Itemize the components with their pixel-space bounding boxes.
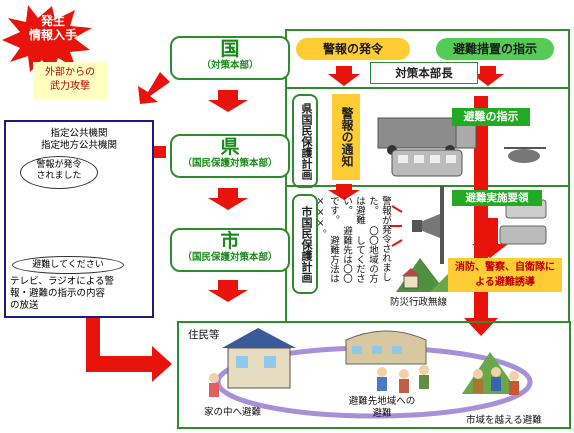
arrow-down (208, 90, 248, 112)
attack-desc-line1: 外部からの (45, 67, 95, 78)
shelter-line1: 避難先地域への (348, 396, 416, 407)
shelter-evacuation-label: 避難先地域への 避難 (340, 396, 424, 420)
evac-instruction-label: 避難の指示 (452, 108, 530, 126)
bubble-warning-line2: されました (36, 171, 82, 181)
rescue-line2: よる避難誘導 (475, 277, 535, 288)
prefecture-org: （国民保護対策本部） (182, 158, 278, 169)
announcement-line1: 警報が発令されました。 (367, 196, 391, 282)
rescue-box: 消防、警察、自衛隊に よる避難誘導 (448, 258, 562, 292)
pref-plan-label: 県国民保護計画 (292, 94, 318, 188)
arrow-down (472, 66, 504, 86)
broadcast-desc-line1: テレビ、ラジオによる警 (10, 276, 115, 287)
arrow-to-rescue (472, 218, 508, 258)
speech-bubble-evacuate: 避難してください (12, 256, 124, 274)
arrow-down (208, 188, 248, 210)
city-org: （国民保護対策本部） (182, 252, 278, 263)
bubble-warning-line1: 警報が発令 (36, 160, 82, 170)
outside-evacuation-label: 市域を越える避難 (466, 415, 542, 426)
arrow-down (208, 280, 248, 302)
broadcast-desc-line2: 報・避難の指示の内容 (10, 288, 106, 299)
country-box: 国 （対策本部） (170, 36, 290, 80)
shelter-illustration (345, 330, 429, 393)
city-name: 市 (220, 230, 240, 252)
speech-bubble-warning: 警報が発令 されました (20, 156, 98, 189)
indoor-evacuation-label: 家の中へ避難 (204, 407, 262, 418)
shelter-line2: 避難 (372, 408, 392, 419)
announcement-line5: 避難方法は×××。 (315, 196, 339, 283)
city-plan-label: 市国民保護計画 (292, 194, 318, 294)
chief-box: 対策本部長 (370, 62, 478, 84)
prefecture-name: 県 (220, 136, 240, 158)
evac-guidelines-label: 避難実施要領 (452, 190, 542, 206)
arrow-down (328, 184, 360, 200)
announcement-line2: 〇〇地域の方は避難 (354, 196, 378, 283)
vehicles-illustration (377, 117, 547, 245)
broadcast-desc-line3: の放送 (10, 300, 39, 311)
residents-frame (177, 321, 571, 429)
arrow-to-residents (86, 314, 172, 382)
attack-label: 発生 情報入手 (22, 14, 84, 42)
disaster-radio-label: 防災行政無線 (390, 297, 448, 308)
evac-measures-pill: 避難措置の指示 (436, 38, 554, 60)
country-name: 国 (220, 38, 240, 60)
attack-line2: 情報入手 (28, 28, 77, 42)
arrow-diagonal (138, 72, 170, 104)
announcement-line3: してください。 (341, 196, 365, 283)
public-bodies-line2: 指定地方公共機関 (40, 140, 117, 151)
house-illustration (209, 328, 296, 397)
residents-title: 住民等 (188, 329, 220, 341)
prefecture-box: 県 （国民保護対策本部） (170, 134, 290, 178)
announcement-line4: 避難先は〇〇です。 (328, 196, 352, 283)
loudspeaker-icon (390, 186, 444, 264)
arrow-down-long (464, 96, 498, 336)
attack-description: 外部からの 武力攻撃 (33, 62, 107, 100)
rescue-line1: 消防、警察、自衛隊に (455, 262, 555, 273)
radio-announcement: 警報が発令されました。 〇〇地域の方は避難 してください。 避難先は〇〇です。 … (315, 196, 392, 292)
public-bodies-box: 指定公共機関 指定地方公共機関 警報が発令 されました 避難してください テレビ… (4, 120, 154, 318)
attack-desc-line2: 武力攻撃 (50, 81, 90, 92)
warning-issue-pill: 警報の発令 (296, 38, 410, 60)
warning-notice-label: 警報の通知 (332, 94, 360, 180)
arrow-down (328, 66, 360, 86)
public-bodies-line1: 指定公共機関 (50, 128, 108, 139)
explosion-burst (2, 5, 92, 74)
outside-evacuation-illustration (462, 352, 520, 395)
broadcast-description: テレビ、ラジオによる警 報・避難の指示の内容 の放送 (10, 276, 150, 312)
city-box: 市 （国民保護対策本部） (170, 228, 290, 272)
country-org: （対策本部） (201, 60, 259, 71)
public-bodies-title: 指定公共機関 指定地方公共機関 (6, 128, 152, 152)
attack-line1: 発生 (40, 14, 65, 28)
